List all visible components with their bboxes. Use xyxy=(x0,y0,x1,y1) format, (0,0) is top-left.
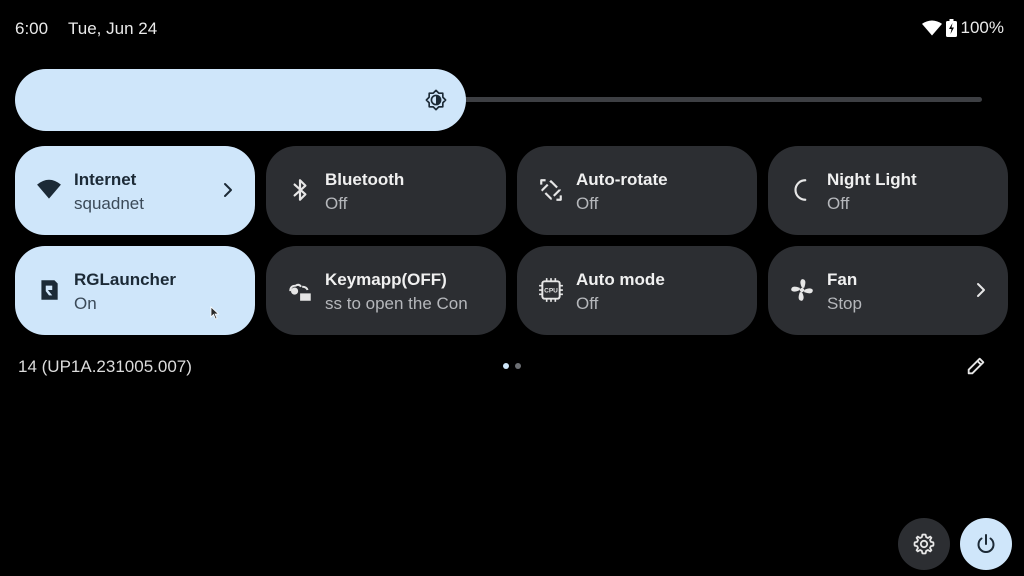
tile-title: Fan xyxy=(827,270,858,289)
settings-button[interactable] xyxy=(898,518,950,570)
brightness-icon xyxy=(425,89,447,111)
tile-title: RGLauncher xyxy=(74,270,177,289)
status-time: 6:00 xyxy=(15,19,49,38)
wifi-icon xyxy=(921,20,942,36)
tile-subtitle: On xyxy=(74,294,97,313)
status-icons: 100% xyxy=(921,18,1004,38)
launcher-icon xyxy=(41,280,58,300)
cpu-icon: CPU xyxy=(539,278,563,302)
tile-subtitle: Off xyxy=(827,194,850,213)
tile-title: Auto mode xyxy=(576,270,665,289)
page-indicator xyxy=(503,363,521,369)
tile-subtitle: Off xyxy=(325,194,348,213)
battery-percent: 100% xyxy=(960,18,1004,37)
build-number[interactable]: 14 (UP1A.231005.007) xyxy=(18,357,192,376)
tile-title: Bluetooth xyxy=(325,170,405,189)
mouse-cursor-icon xyxy=(210,306,220,320)
tile-subtitle: Stop xyxy=(827,294,862,313)
tile-title: Auto-rotate xyxy=(576,170,668,189)
tile-icon xyxy=(537,176,565,204)
wifi-icon xyxy=(37,179,61,199)
edit-pencil-icon[interactable] xyxy=(965,355,987,377)
tile-icon xyxy=(35,276,63,304)
gamepad-icon xyxy=(289,283,311,301)
tile-icon: CPU xyxy=(537,276,565,304)
chevron-right-icon[interactable] xyxy=(974,280,988,300)
tile-icon xyxy=(788,176,816,204)
tile-internet[interactable]: Internet squadnet xyxy=(15,146,255,235)
chevron-right-icon[interactable] xyxy=(221,180,235,200)
power-icon xyxy=(977,534,995,553)
tile-subtitle: squadnet xyxy=(74,194,144,213)
svg-text:CPU: CPU xyxy=(544,288,558,295)
gear-icon xyxy=(913,533,935,555)
tile-title: Keymapp(OFF) xyxy=(325,270,447,289)
brightness-slider[interactable] xyxy=(15,69,466,131)
rotate-icon xyxy=(540,179,562,201)
page-dot xyxy=(515,363,521,369)
power-button[interactable] xyxy=(960,518,1012,570)
tile-icon xyxy=(788,276,816,304)
tile-icon xyxy=(286,176,314,204)
moon-icon xyxy=(794,179,807,201)
brightness-slider-track[interactable] xyxy=(430,97,982,102)
tile-subtitle: Off xyxy=(576,294,599,313)
tile-title: Night Light xyxy=(827,170,917,189)
tile-keymapp-off[interactable]: Keymapp(OFF) ss to open the Con xyxy=(266,246,506,335)
page-dot xyxy=(503,363,509,369)
battery-icon xyxy=(945,19,957,37)
tile-subtitle: Off xyxy=(576,194,599,213)
tile-title: Internet xyxy=(74,170,137,189)
bluetooth-icon xyxy=(293,179,307,201)
status-date: Tue, Jun 24 xyxy=(68,19,158,38)
tile-subtitle: ss to open the Con xyxy=(325,294,468,313)
tile-icon xyxy=(35,176,63,204)
fan-icon xyxy=(791,279,813,301)
tile-icon xyxy=(286,276,314,304)
